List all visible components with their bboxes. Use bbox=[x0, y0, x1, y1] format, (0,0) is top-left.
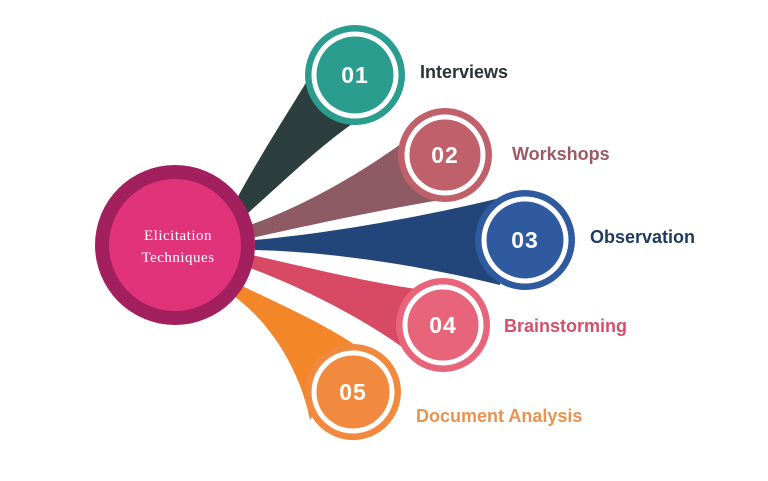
technique-label-3: Observation bbox=[590, 227, 695, 247]
technique-label-2: Workshops bbox=[512, 144, 610, 164]
technique-ring-1 bbox=[311, 31, 399, 119]
technique-ring-4 bbox=[402, 284, 484, 366]
technique-label-1: Interviews bbox=[420, 62, 508, 82]
technique-circle-5 bbox=[305, 344, 401, 440]
technique-number-4: 04 bbox=[429, 312, 457, 338]
connector-band-3 bbox=[255, 198, 500, 285]
technique-circle-3 bbox=[475, 190, 575, 290]
technique-number-3: 03 bbox=[511, 227, 539, 253]
center-title-line2: Techniques bbox=[141, 250, 214, 266]
connector-band-4 bbox=[250, 255, 425, 365]
technique-nodes: 01 Interviews 02 Workshops 03 Observation 04 Br… bbox=[305, 25, 695, 440]
technique-number-2: 02 bbox=[431, 142, 459, 168]
technique-number-1: 01 bbox=[341, 62, 369, 88]
technique-number-5: 05 bbox=[339, 379, 367, 405]
technique-node-1: 01 Interviews bbox=[305, 25, 508, 125]
technique-label-4: Brainstorming bbox=[504, 316, 627, 336]
technique-node-3: 03 Observation bbox=[475, 190, 695, 290]
center-title-line1: Elicitation bbox=[144, 228, 212, 244]
technique-circle-2 bbox=[398, 108, 492, 202]
technique-node-4: 04 Brainstorming bbox=[396, 278, 627, 372]
technique-circle-4 bbox=[396, 278, 490, 372]
center-hub-fill bbox=[109, 179, 241, 311]
technique-node-2: 02 Workshops bbox=[398, 108, 610, 202]
technique-ring-2 bbox=[404, 114, 486, 196]
technique-label-5: Document Analysis bbox=[416, 406, 582, 426]
connector-band-2 bbox=[250, 130, 440, 238]
technique-ring-5 bbox=[311, 350, 395, 434]
center-hub: Elicitation Techniques bbox=[95, 165, 255, 325]
technique-ring-3 bbox=[481, 196, 569, 284]
technique-circle-1 bbox=[305, 25, 405, 125]
